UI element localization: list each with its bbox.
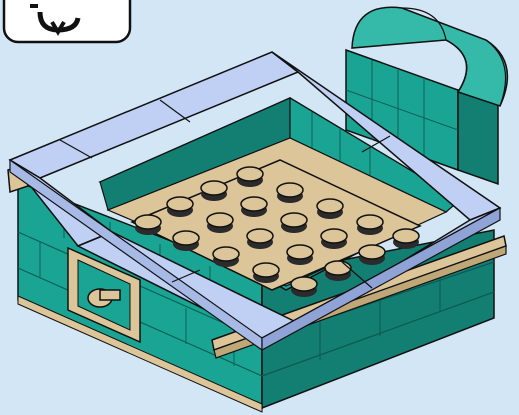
- stud: [277, 183, 303, 203]
- stud: [213, 247, 239, 267]
- stud: [201, 181, 227, 201]
- stud: [291, 277, 317, 297]
- stud: [173, 231, 199, 251]
- stud: [167, 197, 193, 217]
- rotate-indicator: [4, 0, 130, 42]
- stud: [287, 245, 313, 265]
- stud: [393, 229, 419, 249]
- stud: [207, 213, 233, 233]
- stud: [253, 263, 279, 283]
- stud: [241, 197, 267, 217]
- stud: [281, 213, 307, 233]
- stud: [237, 167, 263, 187]
- stud: [135, 215, 161, 235]
- stud: [357, 215, 383, 235]
- stud: [247, 229, 273, 249]
- stud: [321, 229, 347, 249]
- stud: [325, 261, 351, 281]
- stud: [359, 245, 385, 265]
- stud: [317, 199, 343, 219]
